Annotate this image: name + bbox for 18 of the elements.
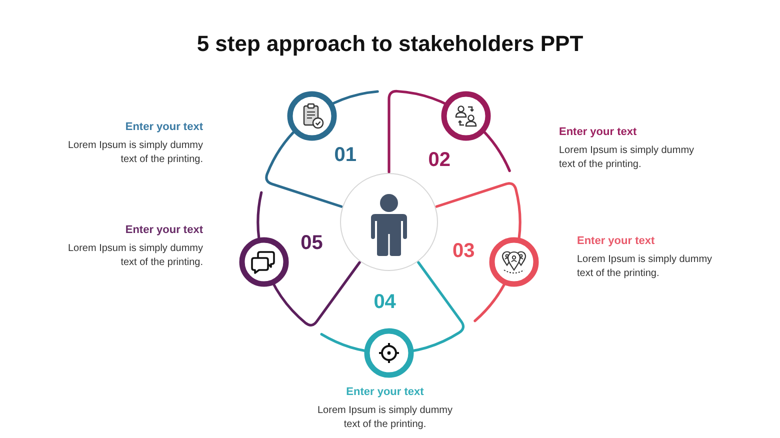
title: 5 step approach to stakeholders PPT: [196, 30, 584, 58]
text-heading: Enter your text: [559, 125, 638, 139]
segment-outline: [387, 89, 512, 174]
step-number: 02: [428, 148, 450, 171]
step-number: 01: [334, 144, 357, 166]
text-heading: Enter your text: [124, 223, 203, 237]
segment-outline: [434, 179, 541, 323]
description-text: Lorem Ipsum is simply dummy text of the printing.: [66, 242, 203, 270]
text-heading: Enter your text: [345, 385, 425, 399]
step-number: 04: [374, 290, 396, 313]
text-heading: Enter your text: [124, 120, 203, 134]
step-number: 03: [452, 240, 475, 262]
text-heading: Enter your text: [577, 234, 656, 248]
description-text: Lorem Ipsum is simply dummy text of the printing.: [559, 144, 696, 172]
step-number: 05: [300, 232, 323, 254]
description-text: Lorem Ipsum is simply dummy text of the printing.: [316, 404, 454, 432]
description-text: Lorem Ipsum is simply dummy text of the printing.: [66, 139, 203, 167]
description-text: Lorem Ipsum is simply dummy text of the printing.: [577, 253, 714, 281]
